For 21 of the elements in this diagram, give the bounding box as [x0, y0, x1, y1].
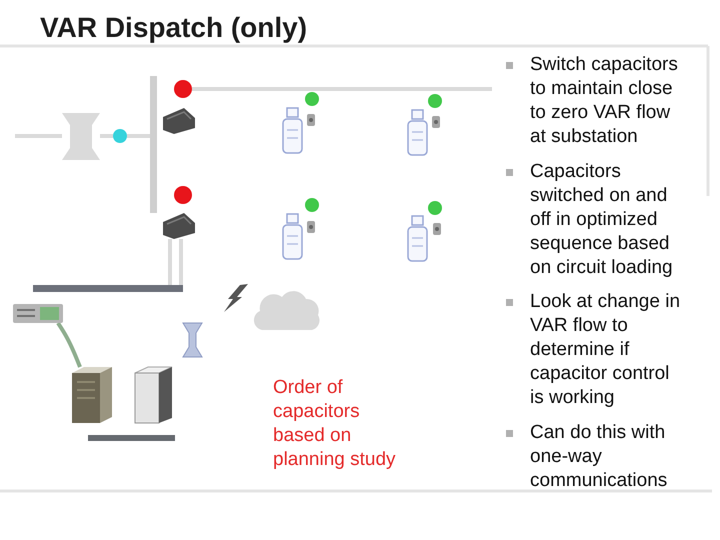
bullet-text: Can do this with one-way communications — [530, 421, 668, 493]
power-line — [127, 134, 150, 138]
bullet-text: Capacitors switched on and off in optimized sequence based on circuit loading — [530, 160, 674, 280]
note-text: Order of capacitors based on planning study — [273, 376, 397, 472]
breaker-icon — [163, 213, 195, 239]
bus-bar — [150, 76, 157, 213]
cable-line — [179, 239, 183, 285]
status-dot-icon — [113, 129, 127, 143]
bullet-text: Switch capacitors to maintain close to zero VAR flow at substation — [530, 53, 679, 149]
power-line — [100, 134, 113, 138]
transformer-icon — [62, 113, 100, 160]
feeder-line — [192, 87, 492, 91]
power-line — [15, 134, 62, 138]
status-dot-icon — [174, 80, 192, 98]
network-cable — [56, 322, 82, 368]
cable-line — [168, 239, 172, 285]
lan-bar — [33, 285, 183, 292]
slide-title: VAR Dispatch (only) — [40, 12, 308, 44]
device-icon — [13, 304, 63, 323]
server-icon — [72, 367, 112, 423]
bullet-text: Look at change in VAR flow to determine if capacitor control is working — [530, 290, 682, 410]
